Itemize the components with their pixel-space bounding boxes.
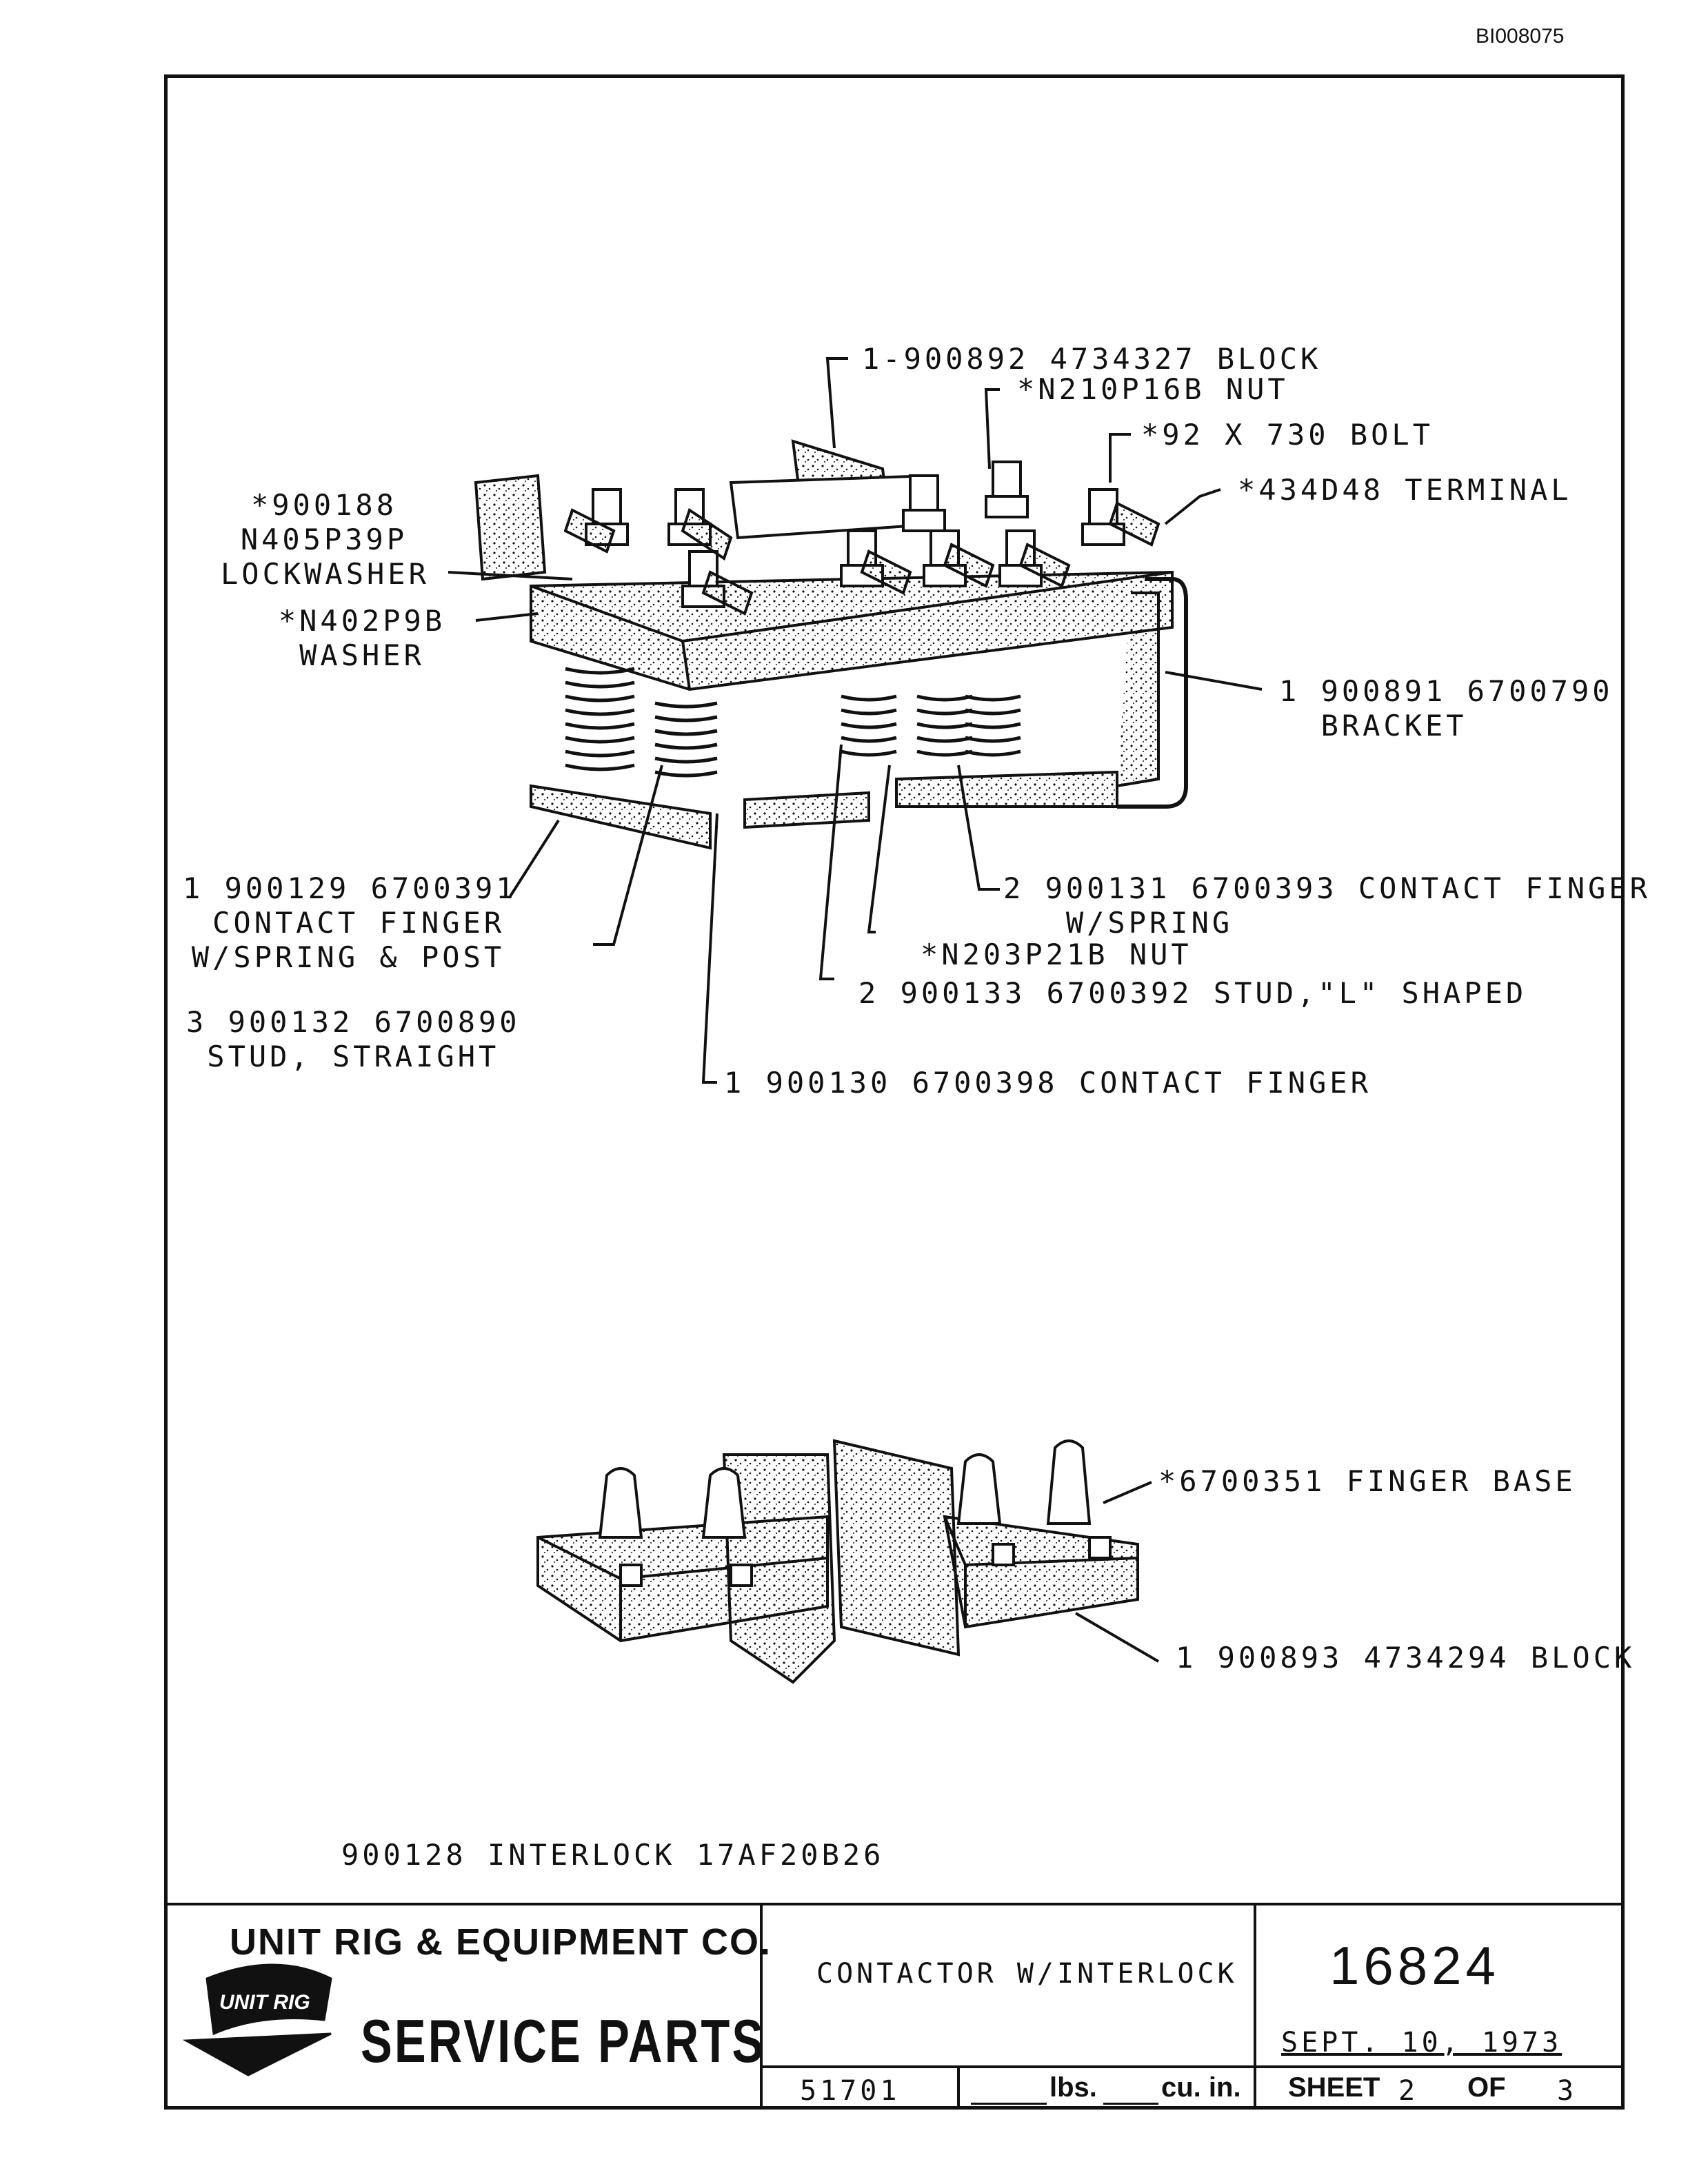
- document-id: BI008075: [1476, 25, 1565, 48]
- sheet-total: 3: [1557, 2075, 1578, 2107]
- logo-text: UNIT RIG: [219, 1991, 310, 2014]
- interlock-caption: 900128 INTERLOCK 17AF20B26: [341, 1838, 885, 1872]
- service-parts: SERVICE PARTS: [361, 2007, 766, 2075]
- callout-finger-base: *6700351 FINGER BASE: [1158, 1464, 1576, 1498]
- lbs-label: lbs.: [1049, 2072, 1097, 2103]
- callout-contact-finger: 1 900130 6700398 CONTACT FINGER: [724, 1066, 1372, 1100]
- cuin-line: [1103, 2103, 1158, 2105]
- sheet-cell: [1254, 2065, 1625, 2110]
- drawing-date: SEPT. 10, 1973: [1281, 2027, 1563, 2059]
- unit-rig-logo: [182, 1963, 332, 2076]
- callout-contact-finger-spring-post: 1 900129 6700391 CONTACT FINGER W/SPRING…: [183, 871, 517, 974]
- callout-terminal: *434D48 TERMINAL: [1238, 473, 1572, 507]
- leader-lines-lower: [1074, 1481, 1160, 1663]
- cuin-label: cu. in.: [1161, 2072, 1241, 2103]
- interlock-assembly: [536, 1439, 1139, 1684]
- callout-block-top: 1-900892 4734327 BLOCK: [862, 342, 1322, 376]
- sheet-label: SHEET: [1288, 2072, 1380, 2103]
- callout-block-bottom: 1 900893 4734294 BLOCK: [1176, 1641, 1636, 1675]
- drawing-title: CONTACTOR W/INTERLOCK: [816, 1958, 1238, 1990]
- lbs-line: [971, 2103, 1047, 2105]
- callout-lockwasher: *900188 N405P39P LOCKWASHER: [221, 488, 430, 591]
- callout-nut-bottom: *N203P21B NUT: [921, 938, 1192, 971]
- leader-lines-upper: [448, 357, 1263, 1084]
- callout-stud-l: 2 900133 6700392 STUD,"L" SHAPED: [858, 976, 1527, 1010]
- callout-stud-straight: 3 900132 6700890 STUD, STRAIGHT: [186, 1005, 521, 1073]
- callout-nut-top: *N210P16B NUT: [1017, 372, 1289, 406]
- company-name: UNIT RIG & EQUIPMENT CO.: [230, 1921, 772, 1963]
- callout-contact-finger-spring: 2 900131 6700393 CONTACT FINGER W/SPRING: [1003, 871, 1651, 940]
- callout-washer: *N402P9B WASHER: [278, 604, 446, 672]
- part-number: 16824: [1329, 1935, 1500, 1996]
- contactor-assembly: [474, 439, 1188, 850]
- of-label: OF: [1467, 2072, 1506, 2103]
- callout-bolt: *92 X 730 BOLT: [1141, 418, 1434, 452]
- title-block: UNIT RIG & EQUIPMENT CO. UNIT RIG SERVIC…: [164, 1903, 1625, 2110]
- callout-bracket: 1 900891 6700790 BRACKET: [1279, 674, 1614, 742]
- sheet-number: 2: [1398, 2075, 1419, 2107]
- drawing-code: 51701: [800, 2075, 901, 2107]
